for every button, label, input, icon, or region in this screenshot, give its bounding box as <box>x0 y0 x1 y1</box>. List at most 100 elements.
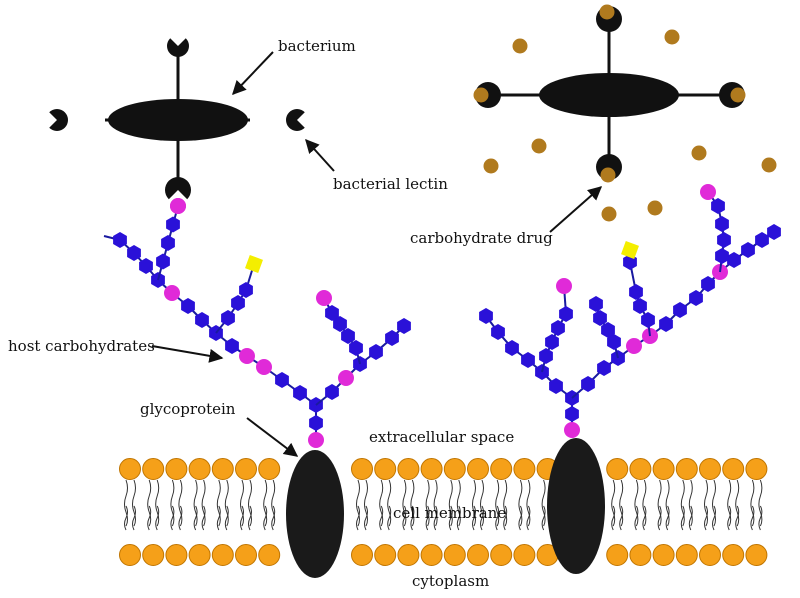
lipid-head-outer <box>722 458 745 480</box>
lipid-tail <box>541 479 546 527</box>
monosaccharide-hexagon <box>545 334 559 350</box>
lipid-tail <box>201 505 206 531</box>
carbohydrate-drug-molecule <box>483 158 499 174</box>
lipid-tail <box>448 505 453 531</box>
lipid-head-outer <box>745 458 768 480</box>
lipid-tail <box>503 479 508 527</box>
lipid-tail <box>634 505 639 531</box>
carbohydrate-drug-molecule <box>473 87 489 103</box>
bacterial-lectins-left <box>49 38 305 200</box>
lipid-tail <box>240 479 244 527</box>
lipid-tail <box>433 479 438 527</box>
arrow-carbohydrate-drug <box>549 186 603 233</box>
lipid-tail <box>704 505 708 531</box>
lipid-tail <box>472 505 476 531</box>
lipid-tail <box>541 505 546 531</box>
lipid-tail <box>271 505 276 531</box>
monosaccharide-hexagon <box>341 328 355 344</box>
lipid-tail <box>216 479 221 527</box>
lipid-tail <box>727 479 732 527</box>
monosaccharide-hexagon <box>156 253 170 270</box>
lipid-head-inner <box>258 544 281 566</box>
lipid-head-outer <box>374 458 397 480</box>
lipid-head-outer <box>397 458 420 480</box>
lipid-tail <box>688 505 693 531</box>
label-carbohydrate-drug: carbohydrate drug <box>410 229 553 247</box>
arrow-bacterium <box>232 51 274 96</box>
monosaccharide-hexagon <box>727 252 741 268</box>
lipid-head-outer <box>699 458 721 480</box>
lipid-head-inner <box>606 544 629 566</box>
monosaccharide-hexagon <box>755 232 769 248</box>
lipid-head-outer <box>513 458 536 480</box>
monosaccharide-hexagon <box>593 310 607 326</box>
lipid-tail <box>387 479 392 527</box>
lipid-tail <box>170 505 175 531</box>
monosaccharide-hexagon <box>221 310 235 326</box>
lipid-tail <box>665 505 670 531</box>
lipid-head-inner <box>629 544 652 566</box>
monosaccharide-hexagon <box>491 324 505 340</box>
lipid-tail <box>472 479 476 527</box>
lipid-tail <box>495 505 500 531</box>
lipid-head-inner <box>745 544 768 566</box>
lipid-tail <box>619 505 624 531</box>
lipid-head-inner <box>490 544 513 566</box>
monosaccharide-hexagon <box>505 340 519 356</box>
arrow-glycoprotein <box>246 417 299 457</box>
monosaccharide-hexagon <box>309 415 323 431</box>
lipid-tail <box>193 505 198 531</box>
lipid-tail <box>433 505 438 531</box>
monosaccharide-circle <box>626 338 642 354</box>
carbohydrate-drug-molecule <box>600 167 616 183</box>
lipid-tail <box>657 505 662 531</box>
monosaccharide-hexagon <box>225 338 239 354</box>
lipid-tail <box>480 505 484 531</box>
glycoprotein-left <box>286 450 344 578</box>
monosaccharide-hexagon <box>565 406 579 422</box>
lipid-tail <box>448 479 453 527</box>
lipid-head-inner <box>165 544 188 566</box>
host-carbohydrate-chains <box>103 184 781 448</box>
carbohydrate-drug-molecule <box>647 200 663 216</box>
carbohydrate-drug-molecule <box>691 145 707 161</box>
cell-membrane-bilayer <box>119 458 768 566</box>
monosaccharide-hexagon <box>139 258 153 274</box>
lipid-head-inner <box>722 544 745 566</box>
lipid-tail <box>263 505 268 531</box>
monosaccharide-circle <box>256 359 272 375</box>
monosaccharide-circle <box>239 348 255 364</box>
lipid-tail <box>147 505 152 531</box>
lipid-head-inner <box>675 544 698 566</box>
carbohydrate-drug-molecule <box>531 138 547 154</box>
lipid-head-inner <box>513 544 536 566</box>
lipid-tail <box>642 479 647 527</box>
lipid-head-outer <box>235 458 257 480</box>
glycoprotein-right <box>547 438 605 574</box>
lipid-head-inner <box>211 544 234 566</box>
lipid-head-inner <box>188 544 211 566</box>
lipid-tail <box>178 505 183 531</box>
monosaccharide-circle <box>316 290 332 306</box>
lipid-head-inner <box>351 544 373 566</box>
monosaccharide-hexagon <box>161 235 175 251</box>
lipid-tail <box>425 505 430 531</box>
bacterial-lectin <box>49 109 68 132</box>
monosaccharide-circle <box>700 184 716 200</box>
lipid-tail <box>425 479 430 527</box>
label-cytoplasm: cytoplasm <box>412 572 489 590</box>
lipid-tail <box>201 479 206 527</box>
bacterium-left <box>105 55 250 185</box>
lipid-tail <box>248 479 252 527</box>
carbohydrate-drug-molecule <box>599 4 615 20</box>
lipid-tail <box>642 505 647 531</box>
monosaccharide-hexagon <box>397 318 411 334</box>
monosaccharide-hexagon <box>715 216 729 232</box>
carbohydrate-drug-molecule <box>664 29 680 45</box>
monosaccharide-hexagon <box>715 248 729 264</box>
lipid-tail <box>456 479 461 527</box>
monosaccharide-square <box>245 255 263 273</box>
arrow-bacterial-lectin <box>305 138 335 172</box>
lipid-tail <box>712 479 716 527</box>
lipid-tail <box>271 479 276 527</box>
